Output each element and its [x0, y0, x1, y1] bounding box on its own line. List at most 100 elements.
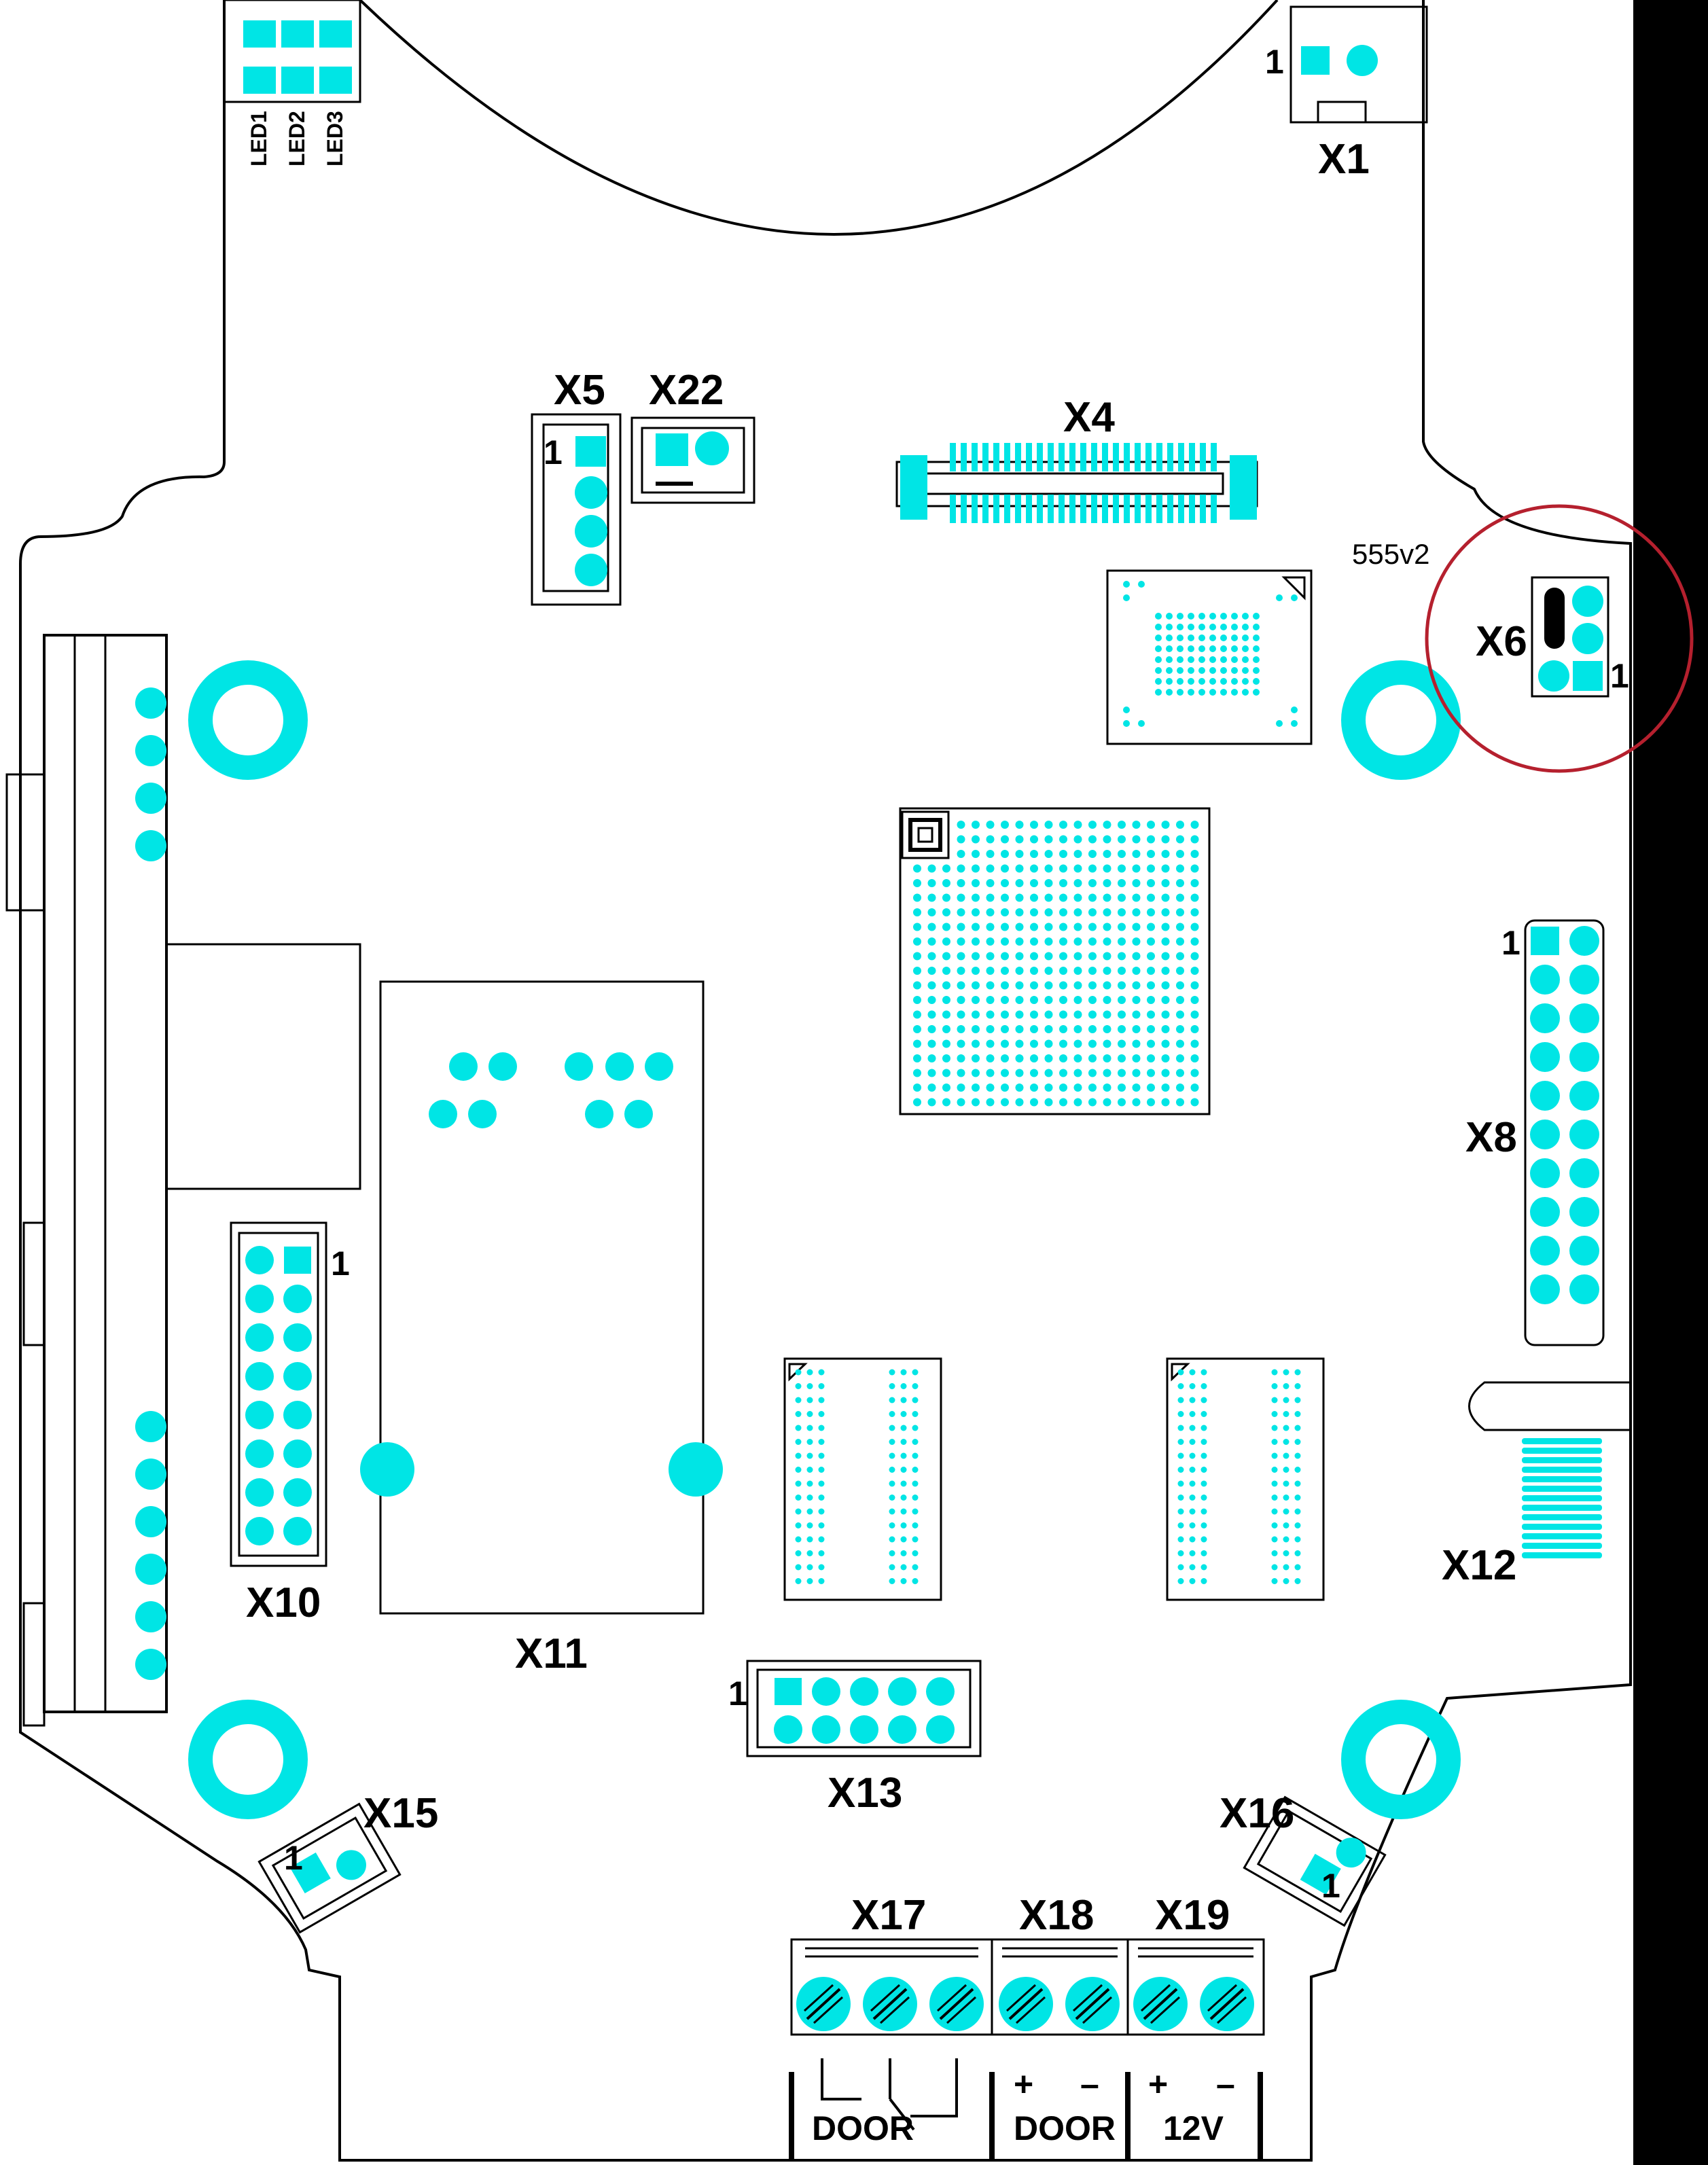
bga-ball — [1001, 879, 1009, 887]
mem-ball — [1271, 1452, 1278, 1459]
bga-ball — [1103, 1054, 1111, 1062]
x18-label: X18 — [1019, 1892, 1094, 1939]
bga-ball — [1147, 1084, 1155, 1092]
bga-ball — [927, 937, 936, 946]
mem-ball — [900, 1439, 907, 1445]
bga-ball — [1015, 923, 1024, 931]
x11-mount-right — [669, 1442, 723, 1497]
mem-ball — [1283, 1369, 1289, 1376]
left-pad-4 — [135, 830, 166, 861]
x10-pin — [283, 1478, 312, 1507]
mem-ball — [889, 1480, 895, 1487]
memory-chip-left — [783, 1357, 942, 1601]
mem-ball — [1189, 1452, 1196, 1459]
bga-ball — [1030, 864, 1038, 873]
board-version: 555v2 — [1352, 538, 1429, 570]
terminal-screw-slot — [879, 1996, 910, 2024]
mem-ball — [889, 1564, 895, 1571]
bga-ball — [927, 996, 936, 1004]
bga-ball — [1188, 656, 1194, 663]
x6-label: X6 — [1476, 618, 1527, 665]
x12-pad — [1522, 1524, 1602, 1530]
bga-ball — [927, 923, 936, 931]
x11-label: X11 — [515, 1630, 588, 1677]
mem-ball — [900, 1411, 907, 1417]
mem-ball — [912, 1397, 919, 1403]
bga-ball — [942, 864, 950, 873]
led2-pad-top — [281, 20, 314, 48]
mem-ball — [818, 1411, 825, 1417]
x4-end-pad-left — [900, 455, 927, 520]
x16-label: X16 — [1220, 1790, 1294, 1837]
bga-ball — [1132, 821, 1141, 829]
x16-pin2-pad — [1336, 1838, 1366, 1868]
bga-ball — [1118, 1039, 1126, 1048]
bga-ball — [957, 937, 965, 946]
x12-connector: X12 — [1442, 1381, 1631, 1589]
bga-ball — [1123, 581, 1130, 588]
x22-pin1-pad — [656, 433, 688, 466]
bga-ball — [1015, 1039, 1024, 1048]
bga-ball — [972, 864, 980, 873]
bga-ball — [1132, 1069, 1141, 1077]
bga-ball — [1118, 893, 1126, 902]
bga-ball — [927, 1010, 936, 1019]
bga-ball — [1177, 613, 1184, 620]
bga-ball — [1118, 908, 1126, 916]
bga-ball — [1088, 1039, 1097, 1048]
bga-ball — [1044, 1069, 1053, 1077]
bga-ball — [1073, 879, 1082, 887]
x5-connector: X5 1 — [531, 367, 622, 606]
bga-ball — [1044, 937, 1053, 946]
mem-ball — [818, 1564, 825, 1571]
bga-ball — [1001, 1025, 1009, 1033]
bga-ball — [1209, 656, 1216, 663]
bga-ball — [1001, 1039, 1009, 1048]
bga-ball — [913, 981, 921, 990]
x12-pad — [1522, 1505, 1602, 1511]
bga-ball — [942, 1010, 950, 1019]
mem-ball — [1189, 1383, 1196, 1389]
bga-ball — [1132, 967, 1141, 975]
main-bga-chip — [899, 807, 1211, 1115]
bga-ball — [927, 1039, 936, 1048]
x10-pin — [283, 1323, 312, 1352]
bga-ball — [1001, 923, 1009, 931]
bga-ball — [1166, 613, 1173, 620]
x4-pin — [1189, 495, 1195, 523]
bga-ball — [1073, 1098, 1082, 1107]
bga-ball — [1147, 1069, 1155, 1077]
bga-ball — [1001, 850, 1009, 858]
x15-label: X15 — [363, 1790, 438, 1837]
x4-pin — [1200, 495, 1206, 523]
bga-ball — [1188, 645, 1194, 652]
bga-ball — [1001, 1010, 1009, 1019]
bga-ball — [927, 893, 936, 902]
bga-ball — [1177, 656, 1184, 663]
bga-ball — [1276, 720, 1283, 727]
x8-pin — [1530, 1042, 1560, 1072]
bga-ball — [1118, 864, 1126, 873]
left-pad-5 — [135, 1411, 166, 1442]
bga-ball — [1177, 678, 1184, 685]
mem-ball — [1189, 1578, 1196, 1584]
bga-ball — [1073, 850, 1082, 858]
bga-ball — [942, 1025, 950, 1033]
bga-ball — [972, 996, 980, 1004]
bga-ball — [1030, 996, 1038, 1004]
x19-minus: – — [1216, 2065, 1235, 2103]
bga-ball — [1190, 864, 1199, 873]
left-pad-8 — [135, 1554, 166, 1585]
bga-ball — [1073, 1084, 1082, 1092]
x8-pins — [1530, 926, 1599, 1304]
x12-pad — [1522, 1495, 1602, 1501]
bga-ball — [1001, 967, 1009, 975]
bga-ball — [1253, 678, 1260, 685]
x4-pin — [1048, 495, 1054, 523]
bga-ball — [1132, 908, 1141, 916]
mem-ball — [1294, 1578, 1301, 1584]
mem-ball — [900, 1536, 907, 1543]
x4-pin — [1080, 495, 1086, 523]
x19-terminal-label: 12V — [1163, 2109, 1224, 2147]
bga-ball — [1253, 689, 1260, 696]
